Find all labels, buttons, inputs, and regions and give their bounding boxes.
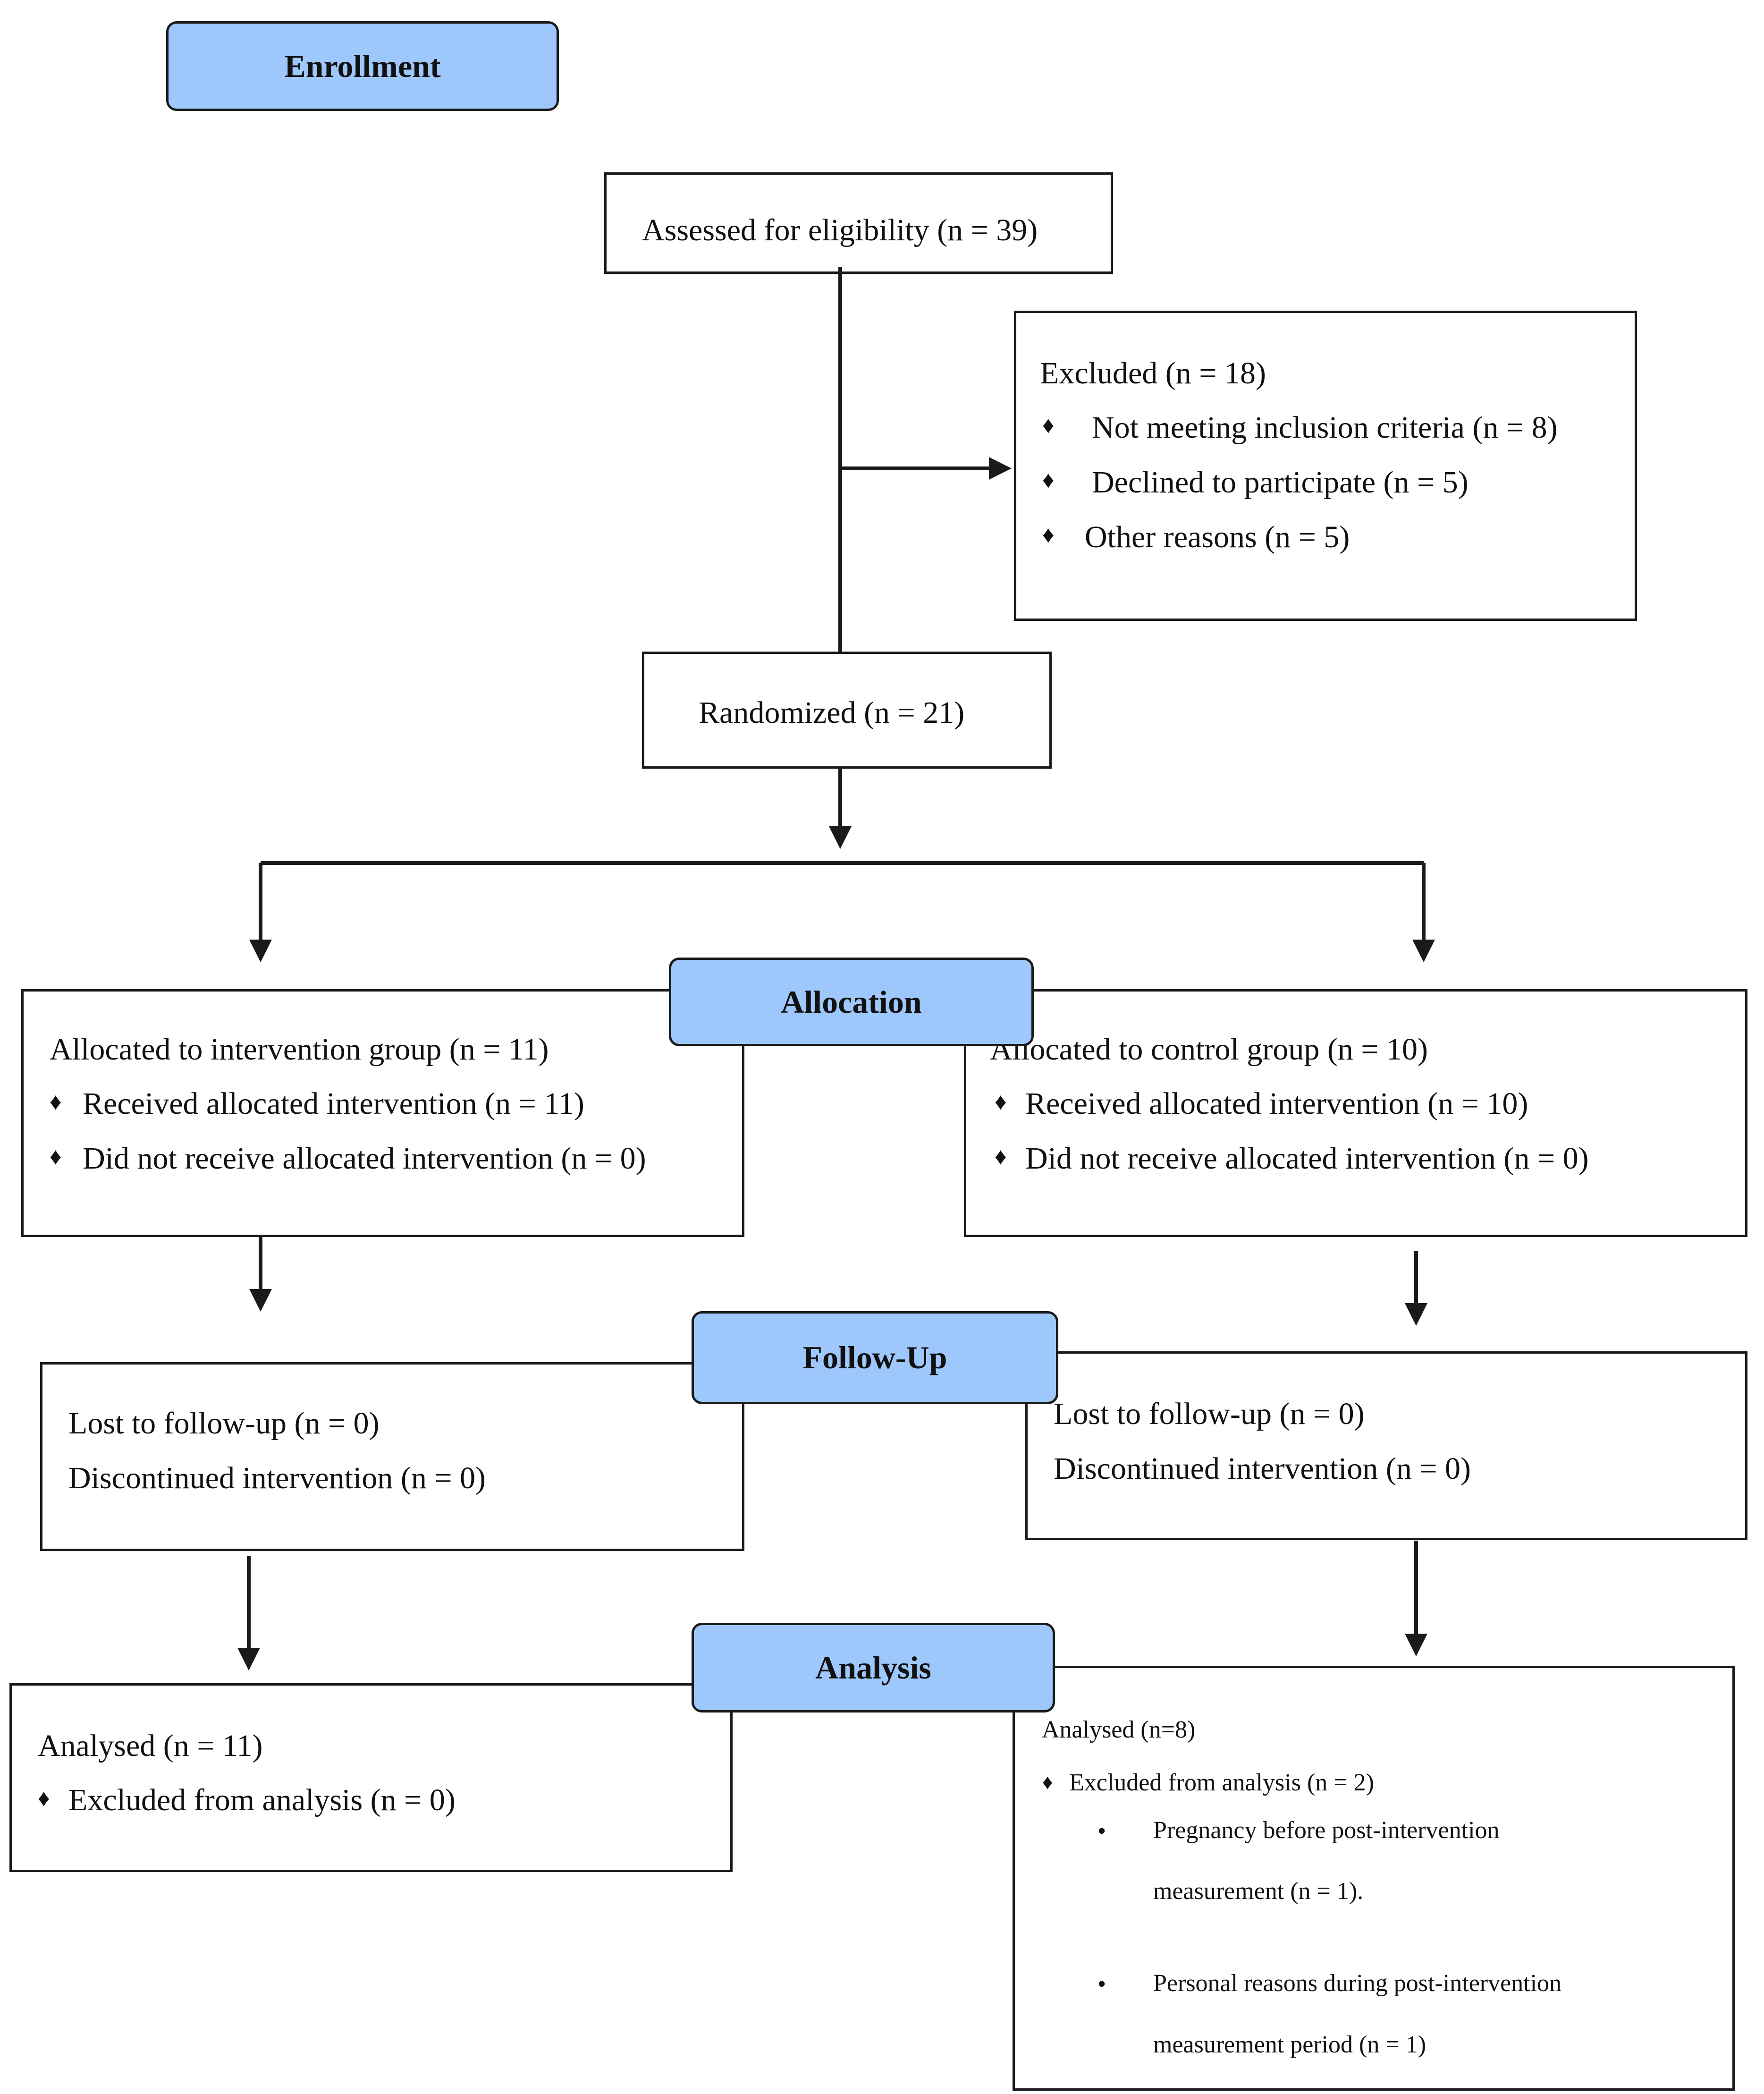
diamond-icon: ♦ <box>1042 466 1055 493</box>
followup-intervention-lost: Lost to follow-up (n = 0) <box>68 1406 380 1441</box>
diamond-icon: ♦ <box>1042 412 1055 438</box>
analysis-control-box: Analysed (n=8) ♦ Excluded from analysis … <box>1013 1666 1735 2091</box>
assessed-box: Assessed for eligibility (n = 39) <box>604 172 1113 274</box>
analysis-intervention-title: Analysed (n = 11) <box>38 1729 263 1763</box>
allocation-intervention-item: Did not receive allocated intervention (… <box>83 1141 646 1176</box>
allocation-control-item: Did not receive allocated intervention (… <box>1025 1141 1589 1176</box>
followup-intervention-discontinued: Discontinued intervention (n = 0) <box>68 1461 486 1495</box>
bullet-icon: • <box>1097 1818 1106 1845</box>
allocation-control-item: Received allocated intervention (n = 10) <box>1025 1086 1528 1121</box>
analysis-intervention-box: Analysed (n = 11) ♦ Excluded from analys… <box>9 1683 733 1872</box>
allocation-intervention-box: Allocated to intervention group (n = 11)… <box>21 989 744 1237</box>
stage-allocation-label: Allocation <box>781 983 922 1020</box>
diamond-icon: ♦ <box>50 1088 62 1115</box>
diamond-icon: ♦ <box>1042 521 1055 548</box>
allocation-intervention-title: Allocated to intervention group (n = 11) <box>50 1032 549 1067</box>
excluded-title: Excluded (n = 18) <box>1040 356 1266 390</box>
followup-control-discontinued: Discontinued intervention (n = 0) <box>1054 1451 1471 1486</box>
allocation-control-box: Allocated to control group (n = 10) ♦ Re… <box>964 989 1747 1237</box>
analysis-control-title: Analysed (n=8) <box>1042 1716 1196 1743</box>
diamond-icon: ♦ <box>38 1785 50 1811</box>
stage-follow-up: Follow-Up <box>692 1311 1058 1404</box>
diamond-icon: ♦ <box>995 1143 1007 1170</box>
stage-enrollment: Enrollment <box>166 21 559 111</box>
diamond-icon: ♦ <box>1042 1771 1053 1794</box>
excluded-item: Declined to participate (n = 5) <box>1092 465 1469 500</box>
exclusion-reason-line: measurement (n = 1). <box>1153 1878 1364 1905</box>
bullet-icon: • <box>1097 1971 1106 1998</box>
assessed-text: Assessed for eligibility (n = 39) <box>642 213 1038 247</box>
exclusion-reason-line: Personal reasons during post-interventio… <box>1153 1970 1562 1997</box>
excluded-item: Other reasons (n = 5) <box>1085 520 1350 554</box>
analysis-intervention-excluded: Excluded from analysis (n = 0) <box>68 1783 456 1817</box>
diamond-icon: ♦ <box>995 1088 1007 1115</box>
stage-analysis: Analysis <box>692 1623 1055 1713</box>
diamond-icon: ♦ <box>50 1143 62 1170</box>
stage-enrollment-label: Enrollment <box>284 48 441 84</box>
stage-allocation: Allocation <box>669 958 1034 1046</box>
stage-analysis-label: Analysis <box>815 1649 931 1686</box>
followup-control-lost: Lost to follow-up (n = 0) <box>1054 1397 1365 1431</box>
excluded-box: Excluded (n = 18) ♦ Not meeting inclusio… <box>1014 311 1637 621</box>
stage-follow-up-label: Follow-Up <box>802 1339 947 1375</box>
exclusion-reason-line: measurement period (n = 1) <box>1153 2031 1426 2058</box>
exclusion-reason-line: Pregnancy before post-intervention <box>1153 1817 1500 1844</box>
allocation-intervention-item: Received allocated intervention (n = 11) <box>83 1086 584 1121</box>
randomized-box: Randomized (n = 21) <box>642 652 1052 769</box>
analysis-control-excluded: Excluded from analysis (n = 2) <box>1069 1769 1374 1796</box>
excluded-item: Not meeting inclusion criteria (n = 8) <box>1092 410 1558 445</box>
followup-control-box: Lost to follow-up (n = 0) Discontinued i… <box>1025 1351 1747 1540</box>
allocation-control-title: Allocated to control group (n = 10) <box>990 1032 1428 1067</box>
randomized-text: Randomized (n = 21) <box>699 695 965 730</box>
followup-intervention-box: Lost to follow-up (n = 0) Discontinued i… <box>40 1362 744 1551</box>
